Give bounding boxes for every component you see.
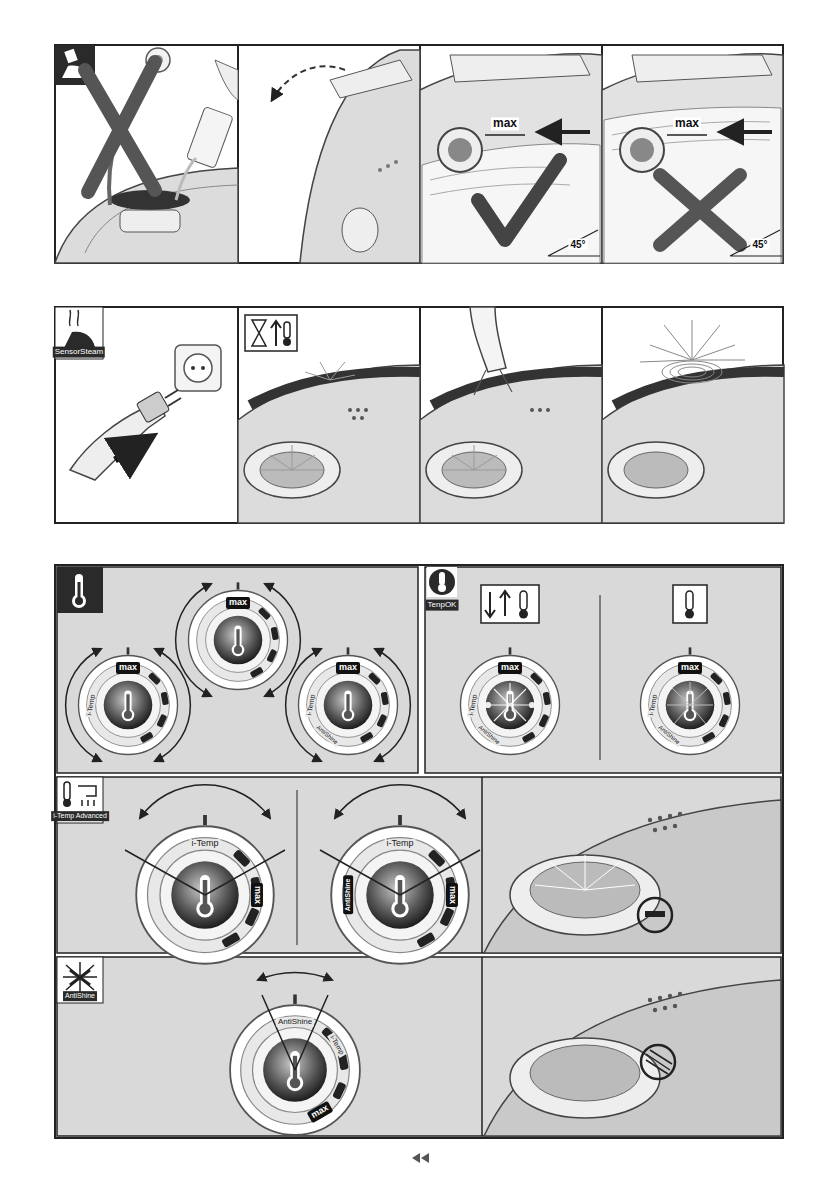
dial-label: max	[307, 1101, 334, 1123]
dial-label: i-Temp	[384, 839, 415, 849]
dial-label: 45°	[750, 239, 769, 250]
dial-label: max	[673, 117, 701, 130]
dial-label: i-Temp	[305, 692, 317, 718]
dial-label: AntiShine	[314, 723, 341, 747]
dial-label: max	[498, 662, 522, 674]
dial-label: i-Temp	[647, 692, 659, 718]
dial-label: max	[446, 883, 458, 907]
dial-label: max	[491, 117, 519, 130]
dial-label: AntiShine	[476, 723, 503, 747]
dial-label: i-Temp	[327, 1032, 346, 1058]
dial-label: max	[336, 662, 360, 674]
dial-label: AntiShine	[656, 723, 683, 747]
icon-caption: SensorSteam	[53, 347, 105, 358]
dial-label: 45°	[568, 239, 587, 250]
dial-label: AntiShine	[276, 1018, 314, 1027]
dial-label: AntiShine	[343, 876, 353, 915]
icon-caption: TenpOK	[426, 600, 459, 611]
dial-label: max	[678, 662, 702, 674]
dial-label: max	[226, 597, 250, 609]
icon-caption: AntiShine	[63, 991, 97, 1001]
dial-label: max	[116, 662, 140, 674]
dial-label: i-Temp	[85, 692, 97, 718]
icon-caption: i-Temp Advanced	[51, 811, 109, 821]
dial-label: max	[251, 883, 263, 907]
dial-label: i-Temp	[467, 692, 479, 718]
dial-label: i-Temp	[189, 839, 220, 849]
